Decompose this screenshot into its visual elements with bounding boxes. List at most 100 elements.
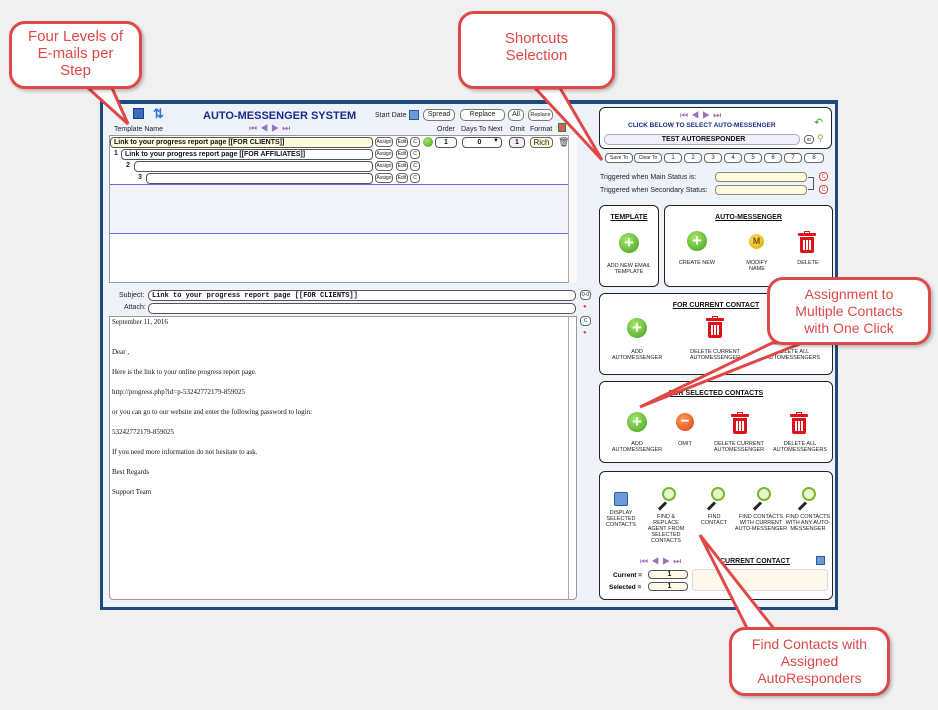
- id-button[interactable]: ID: [804, 135, 814, 144]
- shortcut-4[interactable]: 4: [724, 153, 742, 163]
- days-to-next-select[interactable]: 0: [462, 137, 502, 148]
- replace-small-button[interactable]: Replace: [528, 109, 553, 121]
- clear-secondary-status[interactable]: C: [819, 185, 828, 194]
- edit-button[interactable]: Edit: [396, 137, 408, 147]
- selected-automessenger[interactable]: TEST AUTORESPONDER: [604, 134, 800, 145]
- omit-input[interactable]: 1: [509, 137, 525, 148]
- find-replace-icon[interactable]: [654, 487, 676, 511]
- dot-icon[interactable]: ●: [583, 330, 587, 336]
- delete-label[interactable]: DELETE: [797, 260, 819, 266]
- clear-to-button[interactable]: Clear To: [634, 153, 662, 163]
- omit-label[interactable]: OMIT: [678, 441, 692, 447]
- order-input[interactable]: 1: [435, 137, 457, 148]
- automessenger-panel-title: AUTO-MESSENGER: [715, 214, 782, 221]
- modify-name-icon[interactable]: M: [749, 234, 764, 249]
- add-automessenger-label[interactable]: ADD AUTOMESSENGER: [612, 349, 663, 361]
- swap-arrows-icon[interactable]: ⇅: [153, 106, 164, 121]
- spread-button[interactable]: Spread: [423, 109, 455, 121]
- delete-all-selected-label[interactable]: DELETE ALL AUTOMESSENGERS: [773, 441, 827, 453]
- selected-value[interactable]: 1: [648, 582, 688, 591]
- template-name-input[interactable]: [146, 173, 373, 184]
- create-new-icon[interactable]: +: [687, 231, 707, 251]
- add-template-label[interactable]: ADD NEW EMAIL TEMPLATE: [606, 263, 651, 275]
- remove-attach-icon[interactable]: ●: [583, 304, 587, 310]
- edit-button[interactable]: Edit: [396, 149, 408, 159]
- edit-button[interactable]: Edit: [396, 173, 408, 183]
- template-name-input[interactable]: [134, 161, 373, 172]
- find-current-label[interactable]: FIND CONTACTS WITH CURRENT AUTO-MESSENGE…: [734, 514, 788, 532]
- email-body-scrollbar[interactable]: [568, 316, 577, 600]
- calendar-icon[interactable]: [409, 110, 419, 120]
- secondary-status-input[interactable]: [715, 185, 807, 195]
- find-any-icon[interactable]: [794, 487, 816, 511]
- all-button[interactable]: All: [508, 109, 524, 121]
- current-value[interactable]: 1: [648, 570, 688, 579]
- callout-shortcuts: Shortcuts Selection: [458, 11, 615, 89]
- add-template-icon[interactable]: +: [619, 233, 639, 253]
- email-body-editor[interactable]: [109, 316, 577, 600]
- home-icon[interactable]: [133, 108, 144, 119]
- assign-button[interactable]: Assign: [375, 137, 393, 147]
- display-contacts-icon[interactable]: [614, 492, 628, 506]
- add-automessenger-selected-icon[interactable]: +: [627, 412, 647, 432]
- template-scrollbar[interactable]: [568, 135, 577, 283]
- shortcut-1[interactable]: 1: [664, 153, 682, 163]
- find-replace-label[interactable]: FIND & REPLACE AGENT FROM SELECTED CONTA…: [647, 514, 685, 544]
- find-current-icon[interactable]: [749, 487, 771, 511]
- template-panel-title: TEMPLATE: [610, 214, 648, 221]
- save-to-button[interactable]: Save To: [605, 153, 633, 163]
- find-any-label[interactable]: FIND CONTACTS WITH ANY AUTO-MESSENGER: [785, 514, 831, 532]
- shortcut-8[interactable]: 8: [804, 153, 824, 163]
- oo-button[interactable]: 0-0: [580, 290, 591, 300]
- trash-icon[interactable]: 🗑: [558, 137, 570, 147]
- template-nav-arrows[interactable]: ⏮◀▶⏭: [249, 123, 294, 133]
- add-automessenger-selected-label[interactable]: ADD AUTOMESSENGER: [611, 441, 663, 453]
- shortcut-7[interactable]: 7: [784, 153, 802, 163]
- clear-button[interactable]: C: [410, 161, 420, 171]
- assign-button[interactable]: Assign: [375, 149, 393, 159]
- shortcut-5[interactable]: 5: [744, 153, 762, 163]
- clear-button[interactable]: C: [410, 173, 420, 183]
- delete-current-selected-icon[interactable]: [731, 412, 749, 434]
- delete-all-label[interactable]: DELETE ALL AUTOMESSENGERS: [766, 349, 820, 361]
- gift-icon[interactable]: [558, 123, 566, 132]
- clear-button[interactable]: C: [410, 137, 420, 147]
- clear-body-button[interactable]: C: [580, 316, 591, 326]
- chevron-down-icon[interactable]: ▼: [493, 138, 499, 144]
- display-contacts-label[interactable]: DISPLAY SELECTED CONTACTS: [606, 510, 636, 528]
- level-label: 2: [126, 162, 130, 169]
- shortcut-6[interactable]: 6: [764, 153, 782, 163]
- clear-main-status[interactable]: C: [819, 172, 828, 181]
- assign-button[interactable]: Assign: [375, 161, 393, 171]
- shortcut-2[interactable]: 2: [684, 153, 702, 163]
- subject-input[interactable]: Link to your progress report page [[FOR …: [148, 290, 576, 301]
- template-name-input[interactable]: Link to your progress report page [[FOR …: [110, 137, 373, 148]
- assign-button[interactable]: Assign: [375, 173, 393, 183]
- contact-nav-arrows[interactable]: ⏮◀▶⏭: [640, 556, 685, 566]
- template-name-input[interactable]: Link to your progress report page [[FOR …: [121, 149, 373, 160]
- callout-levels: Four Levels of E-mails per Step: [9, 21, 142, 89]
- create-new-label[interactable]: CREATE NEW: [678, 260, 716, 266]
- shortcut-3[interactable]: 3: [704, 153, 722, 163]
- attach-input[interactable]: [148, 303, 576, 314]
- find-contact-icon[interactable]: [703, 487, 725, 511]
- delete-current-icon[interactable]: [706, 316, 724, 338]
- delete-current-label[interactable]: DELETE CURRENT AUTOMESSENGER: [689, 349, 741, 361]
- modify-name-label[interactable]: MODIFY NAME: [746, 260, 768, 272]
- edit-button[interactable]: Edit: [396, 161, 408, 171]
- format-rich-button[interactable]: Rich: [530, 137, 553, 148]
- calendar-icon[interactable]: [816, 556, 825, 565]
- replace-button[interactable]: Replace: [460, 109, 505, 121]
- delete-all-selected-icon[interactable]: [790, 412, 808, 434]
- main-status-input[interactable]: [715, 172, 807, 182]
- add-automessenger-icon[interactable]: +: [627, 318, 647, 338]
- search-icon[interactable]: ⚲: [817, 133, 824, 143]
- clear-button[interactable]: C: [410, 149, 420, 159]
- find-contact-label[interactable]: FIND CONTACT: [700, 514, 728, 526]
- selector-nav-arrows[interactable]: ⏮◀▶⏭: [680, 110, 725, 120]
- body-line: If you need more information do not hesi…: [112, 448, 258, 456]
- return-arrow-icon[interactable]: ↶: [814, 117, 824, 129]
- delete-icon[interactable]: [798, 231, 816, 253]
- omit-icon[interactable]: −: [676, 413, 694, 431]
- delete-current-selected-label[interactable]: DELETE CURRENT AUTOMESSENGER: [713, 441, 765, 453]
